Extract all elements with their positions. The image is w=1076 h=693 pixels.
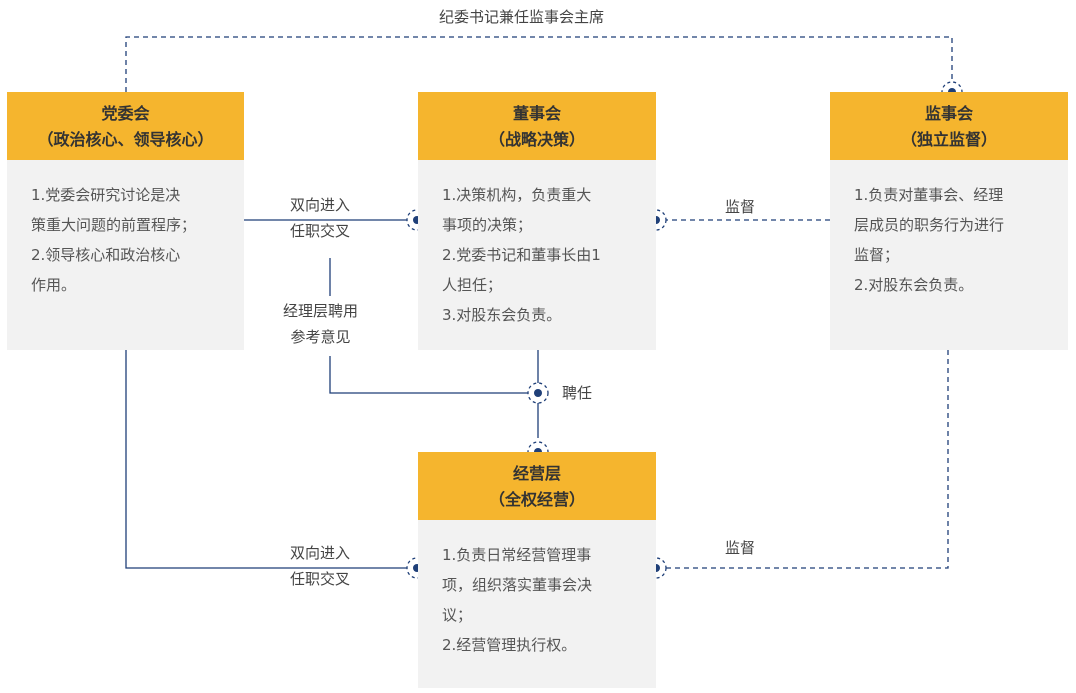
board-line-1: 1.决策机构，负责重大: [442, 186, 592, 204]
supervisory-header: 监事会 （独立监督）: [830, 92, 1068, 160]
party-committee-subtitle: （政治核心、领导核心）: [37, 130, 214, 149]
board-box: 董事会 （战略决策） 1.决策机构，负责重大 事项的决策； 2.党委书记和董事长…: [418, 92, 656, 350]
top-label: 纪委书记兼任监事会主席: [439, 8, 605, 26]
label-hire: 聘任: [562, 384, 593, 402]
supervisory-body: 1.负责对董事会、经理 层成员的职务行为进行 监督； 2.对股东会负责。: [830, 160, 1068, 300]
line-party-to-supervisory: [125, 36, 953, 92]
party-committee-header: 党委会 （政治核心、领导核心）: [7, 92, 244, 160]
management-line-4: 2.经营管理执行权。: [442, 636, 577, 654]
label-opinion: 经理层聘用 参考意见: [283, 302, 359, 346]
line-party-to-management: [125, 350, 410, 569]
party-line-2: 策重大问题的前置程序；: [31, 216, 197, 234]
management-line-2: 项，组织落实董事会决: [442, 576, 593, 594]
board-subtitle: （战略决策）: [488, 130, 585, 149]
management-subtitle: （全权经营）: [488, 490, 585, 509]
management-box: 经营层 （全权经营） 1.负责日常经营管理事 项，组织落实董事会决 议； 2.经…: [418, 452, 656, 688]
supervisory-line-4: 2.对股东会负责。: [854, 276, 974, 294]
supervisory-subtitle: （独立监督）: [900, 130, 997, 149]
board-line-5: 3.对股东会负责。: [442, 306, 562, 324]
supervisory-line-1: 1.负责对董事会、经理: [854, 186, 1004, 204]
line-opinion-to-hire: [329, 356, 531, 394]
supervisory-line-2: 层成员的职务行为进行: [854, 216, 1005, 234]
label-supervise-bottom: 监督: [725, 539, 756, 557]
node-hire: [527, 382, 549, 404]
line-supervisory-to-management: [663, 350, 949, 569]
party-line-4: 作用。: [31, 276, 77, 294]
label-supervise-top: 监督: [725, 198, 756, 216]
party-line-3: 2.领导核心和政治核心: [31, 246, 181, 264]
party-committee-box: 党委会 （政治核心、领导核心） 1.党委会研究讨论是决 策重大问题的前置程序； …: [7, 92, 244, 350]
label-cross-bottom: 双向进入 任职交叉: [290, 544, 351, 588]
party-line-1: 1.党委会研究讨论是决: [31, 186, 181, 204]
board-body: 1.决策机构，负责重大 事项的决策； 2.党委书记和董事长由1 人担任； 3.对…: [418, 160, 656, 330]
party-committee-title: 党委会: [101, 104, 150, 123]
management-body: 1.负责日常经营管理事 项，组织落实董事会决 议； 2.经营管理执行权。: [418, 520, 656, 660]
board-header: 董事会 （战略决策）: [418, 92, 656, 160]
supervisory-line-3: 监督；: [854, 246, 900, 264]
board-line-3: 2.党委书记和董事长由1: [442, 246, 601, 264]
supervisory-title: 监事会: [924, 104, 973, 123]
board-title: 董事会: [512, 104, 561, 123]
board-line-2: 事项的决策；: [442, 216, 533, 234]
management-title: 经营层: [512, 464, 561, 483]
supervisory-box: 监事会 （独立监督） 1.负责对董事会、经理 层成员的职务行为进行 监督； 2.…: [830, 92, 1068, 350]
board-line-4: 人担任；: [442, 276, 503, 294]
label-cross-top: 双向进入 任职交叉: [290, 196, 351, 240]
management-line-1: 1.负责日常经营管理事: [442, 546, 592, 564]
party-committee-body: 1.党委会研究讨论是决 策重大问题的前置程序； 2.领导核心和政治核心 作用。: [7, 160, 244, 300]
management-line-3: 议；: [442, 606, 473, 624]
management-header: 经营层 （全权经营）: [418, 452, 656, 520]
